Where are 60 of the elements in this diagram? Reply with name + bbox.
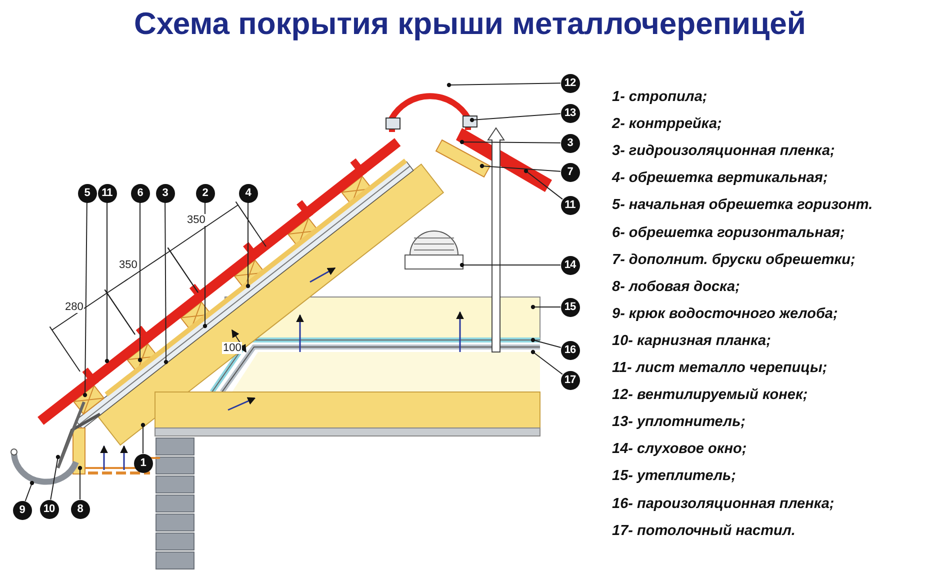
part-description: 11- лист металло черепицы;: [612, 360, 828, 376]
leader-line: [530, 350, 563, 375]
callout-number: 1: [134, 454, 152, 472]
leader-line: [530, 304, 561, 310]
callout-number: 10: [40, 500, 58, 518]
callout-number: 11: [560, 196, 580, 214]
leader-line: [140, 422, 146, 454]
part-description: 2- контррейка;: [612, 116, 722, 132]
title: Схема покрытия крыши металлочерепицей: [133, 6, 807, 42]
leader-line: [24, 480, 34, 502]
callout-number: 17: [560, 370, 580, 390]
leader-line: [50, 454, 60, 500]
leader-line: [480, 164, 562, 172]
leader-line: [246, 202, 250, 288]
leader-line: [470, 113, 562, 122]
callout-number: 3: [156, 184, 174, 202]
part-description: 6- обрешетка горизонтальная;: [612, 224, 845, 240]
leader-line: [446, 82, 561, 88]
dimension-label: 100: [222, 342, 242, 354]
part-description: 7- дополнит. бруски обрешетки;: [612, 252, 856, 268]
callout-number: 5: [78, 184, 96, 202]
callout-number: 13: [560, 104, 580, 122]
callout-number: 7: [560, 162, 580, 182]
callout-number: 14: [560, 256, 580, 274]
dimension-label: 280: [64, 301, 84, 313]
callout-number: 4: [238, 184, 258, 202]
callout-number: 3: [560, 134, 580, 152]
callout-number: 9: [12, 500, 32, 520]
callout-number: 2: [196, 184, 214, 202]
part-description: 4- обрешетка вертикальная;: [612, 170, 828, 186]
leader-line: [460, 262, 561, 268]
callout-number: 8: [70, 500, 90, 518]
leader-line: [78, 466, 82, 500]
part-description: 16- пароизоляционная пленка;: [612, 496, 834, 512]
leader-line: [460, 140, 561, 144]
part-description: 17- потолочный настил.: [612, 522, 796, 539]
leader-line: [82, 202, 88, 398]
part-description: 5- начальная обрешетка горизонт.: [612, 197, 873, 214]
leader-line: [164, 202, 168, 364]
callout-number: 11: [98, 184, 116, 202]
part-description: 9- крюк водосточного желоба;: [612, 306, 838, 322]
dimension-label: 350: [118, 259, 138, 271]
callout-number: 16: [560, 340, 580, 360]
part-description: 3- гидроизоляционная пленка;: [612, 143, 835, 160]
part-description: 14- слуховое окно;: [612, 441, 747, 458]
leader-line: [138, 202, 142, 362]
leader-line: [104, 202, 110, 364]
part-description: 12- вентилируемый конек;: [612, 387, 808, 404]
leader-line: [524, 168, 563, 200]
leader-line: [530, 338, 562, 348]
part-description: 1- стропила;: [612, 89, 708, 105]
callout-number: 15: [560, 298, 580, 316]
part-description: 8- лобовая доска;: [612, 278, 740, 295]
callout-number: 6: [130, 184, 150, 202]
leader-line: [202, 202, 208, 328]
part-description: 10- карнизная планка;: [612, 332, 771, 349]
part-description: 13- уплотнитель;: [612, 414, 746, 430]
part-description: 15- утеплитель;: [612, 468, 736, 484]
callout-number: 12: [560, 74, 580, 92]
dimension-label: 350: [186, 214, 206, 226]
